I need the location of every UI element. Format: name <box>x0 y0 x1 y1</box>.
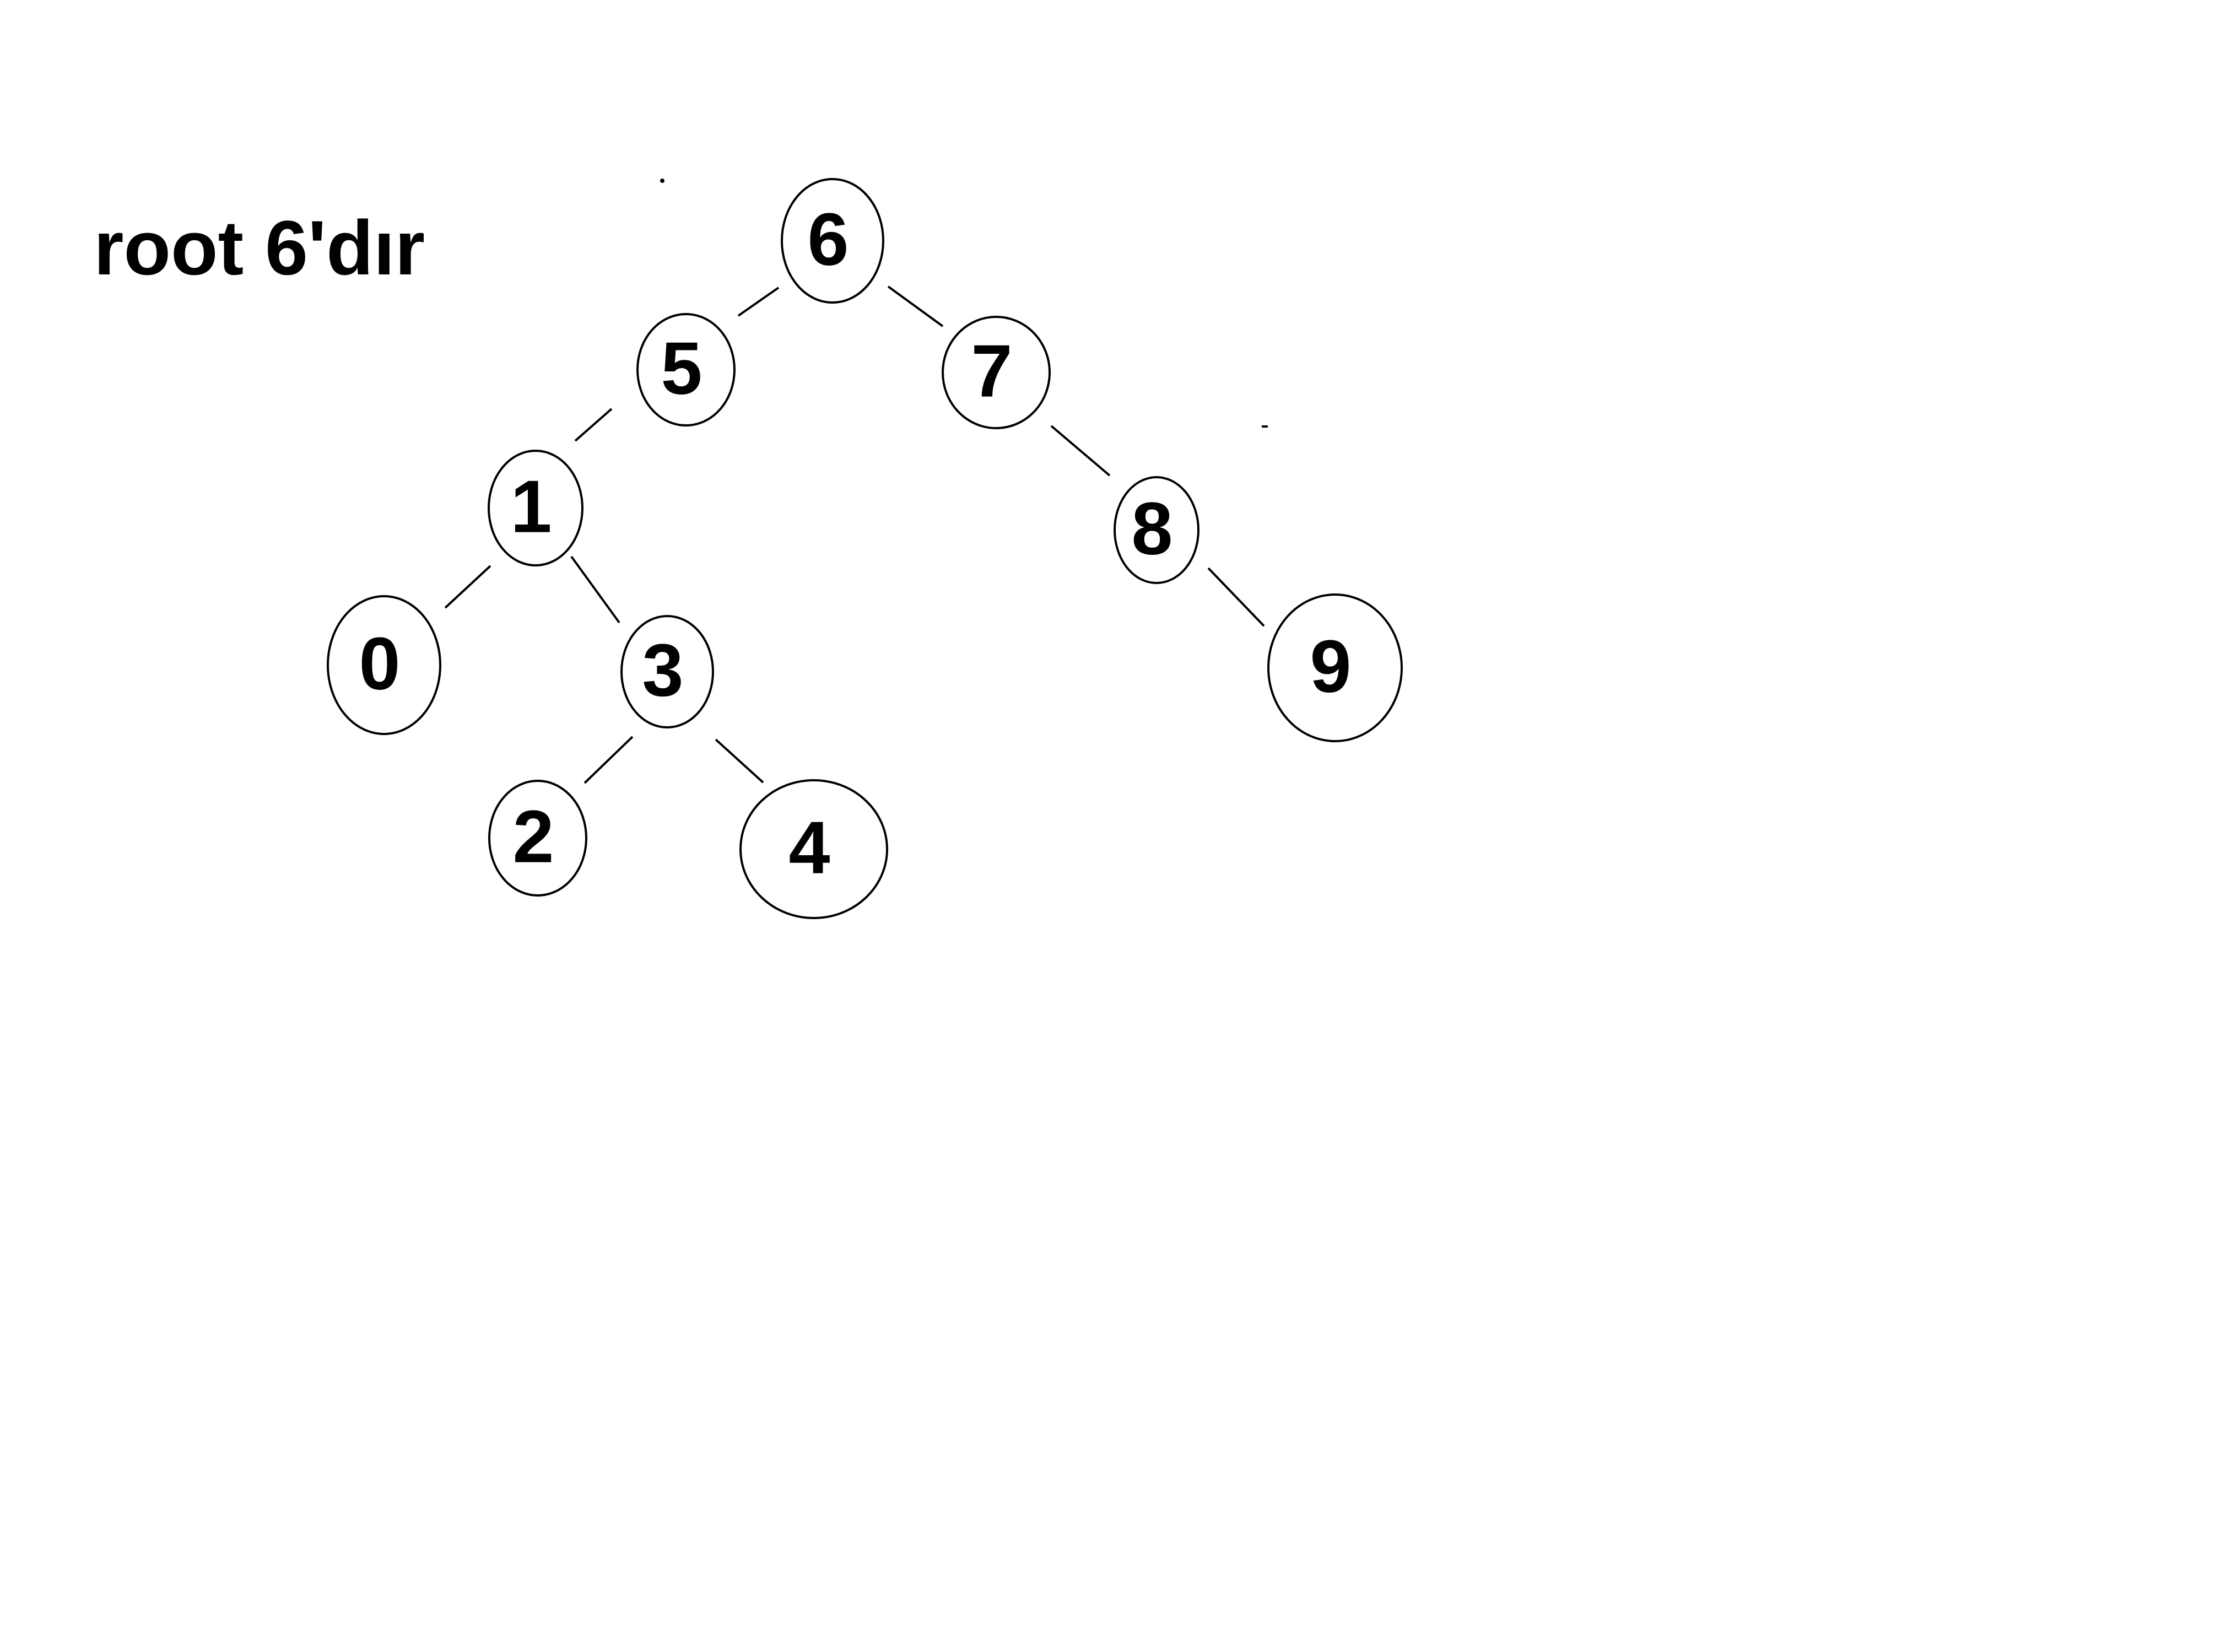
tree-node-1: 1 <box>488 450 583 566</box>
node-label-6: 6 <box>807 198 849 281</box>
node-label-0: 0 <box>359 622 400 705</box>
tree-node-8: 8 <box>1114 476 1199 584</box>
node-label-2: 2 <box>512 795 554 878</box>
edge-8-9 <box>1207 567 1265 627</box>
node-label-3: 3 <box>642 629 683 712</box>
node-circle-9 <box>1267 593 1403 742</box>
node-label-7: 7 <box>971 330 1012 413</box>
tree-node-3: 3 <box>620 615 714 728</box>
edge-7-8 <box>1050 425 1111 477</box>
edge-6-5 <box>737 287 780 317</box>
tree-node-0: 0 <box>327 595 441 735</box>
tree-node-4: 4 <box>739 779 888 919</box>
node-circle-7 <box>942 316 1051 429</box>
node-circle-3 <box>620 615 714 728</box>
node-label-8: 8 <box>1131 487 1172 570</box>
edge-1-0 <box>444 565 491 609</box>
node-circle-0 <box>327 595 441 735</box>
edge-layer <box>444 285 1265 784</box>
node-circle-4 <box>739 779 888 919</box>
root-caption: root 6'dır <box>94 204 425 291</box>
tree-node-6: 6 <box>781 178 884 304</box>
tree-node-7: 7 <box>942 316 1051 429</box>
node-circle-5 <box>636 313 736 427</box>
node-layer: 6 5 7 1 8 0 3 9 2 4 <box>327 178 1403 919</box>
edge-6-7 <box>887 285 944 327</box>
edge-1-3 <box>570 555 620 624</box>
node-circle-8 <box>1114 476 1199 584</box>
tree-node-9: 9 <box>1267 593 1403 742</box>
tree-node-2: 2 <box>488 780 587 897</box>
node-label-9: 9 <box>1310 625 1351 708</box>
node-label-5: 5 <box>661 327 702 410</box>
node-circle-2 <box>488 780 587 897</box>
edge-3-4 <box>715 738 764 784</box>
edge-3-2 <box>583 736 634 784</box>
node-circle-6 <box>781 178 884 304</box>
node-label-1: 1 <box>510 465 552 548</box>
tree-node-5: 5 <box>636 313 736 427</box>
stray-dot <box>660 179 664 183</box>
edge-5-1 <box>574 408 613 442</box>
node-circle-1 <box>488 450 583 566</box>
node-label-4: 4 <box>788 806 830 889</box>
stray-dash <box>1262 425 1268 428</box>
